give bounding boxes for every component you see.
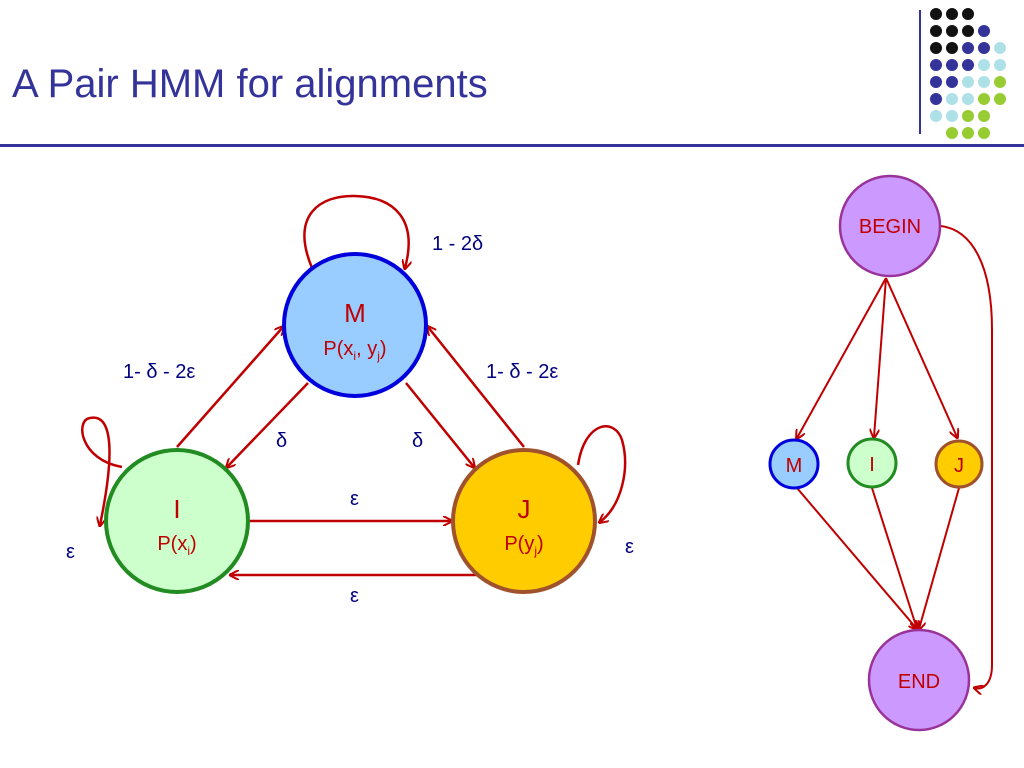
state-m-label: M (344, 298, 366, 328)
arrow-m-to-i (227, 382, 309, 467)
label-j-to-i: ε (350, 585, 359, 607)
node-side-j-label: J (954, 455, 964, 477)
label-j-self: ε (625, 536, 634, 558)
node-side-m-label: M (786, 455, 803, 477)
state-j: J P(yj) (451, 448, 597, 594)
arrow-begin-to-j (885, 277, 957, 437)
side-transition-arrows (796, 225, 993, 688)
label-m-to-i: δ (276, 430, 287, 452)
transition-labels: 1 - 2δ 1- δ - 2ε 1- δ - 2ε δ δ ε ε ε ε (66, 233, 634, 607)
node-end-label: END (898, 671, 940, 693)
node-side-i-label: I (869, 454, 875, 476)
label-i-to-m: 1- δ - 2ε (123, 361, 195, 383)
arrow-i-self-loop (81, 416, 123, 525)
label-j-to-m: 1- δ - 2ε (486, 361, 558, 383)
node-side-j: J (934, 439, 984, 489)
arrow-begin-to-m (797, 277, 887, 438)
arrow-i-to-end (871, 487, 917, 629)
label-m-to-j: δ (412, 430, 423, 452)
node-begin: BEGIN (838, 174, 942, 278)
node-begin-label: BEGIN (859, 216, 921, 238)
decorative-dot-grid (0, 0, 1024, 150)
main-transition-arrows (81, 194, 627, 575)
arrow-i-to-m (176, 327, 283, 448)
node-end: END (867, 628, 971, 732)
node-side-m: M (768, 438, 820, 490)
label-m-self: 1 - 2δ (432, 233, 483, 255)
arrow-m-self-loop (303, 194, 408, 268)
state-j-emission: P(yj) (504, 533, 543, 558)
arrow-begin-to-end (940, 225, 993, 688)
label-i-to-j: ε (350, 488, 359, 510)
arrow-begin-to-i (874, 277, 887, 437)
title-divider (0, 144, 1024, 147)
arrow-j-to-m (428, 327, 525, 448)
node-side-i: I (846, 437, 898, 489)
state-m: M P(xi, yj) (282, 252, 428, 398)
state-i-emission: P(xi) (157, 533, 196, 558)
arrow-m-to-j (405, 382, 474, 467)
arrow-j-to-end (919, 487, 960, 629)
slide-title: A Pair HMM for alignments (12, 62, 488, 106)
arrow-m-to-end (796, 487, 917, 629)
state-j-label: J (518, 494, 531, 524)
label-i-self: ε (66, 541, 75, 563)
arrow-j-self-loop (576, 425, 627, 522)
decorative-vertical-line (919, 10, 921, 134)
state-m-emission: P(xi, yj) (323, 338, 386, 363)
state-i-label: I (173, 494, 180, 524)
state-i: I P(xi) (104, 448, 250, 594)
